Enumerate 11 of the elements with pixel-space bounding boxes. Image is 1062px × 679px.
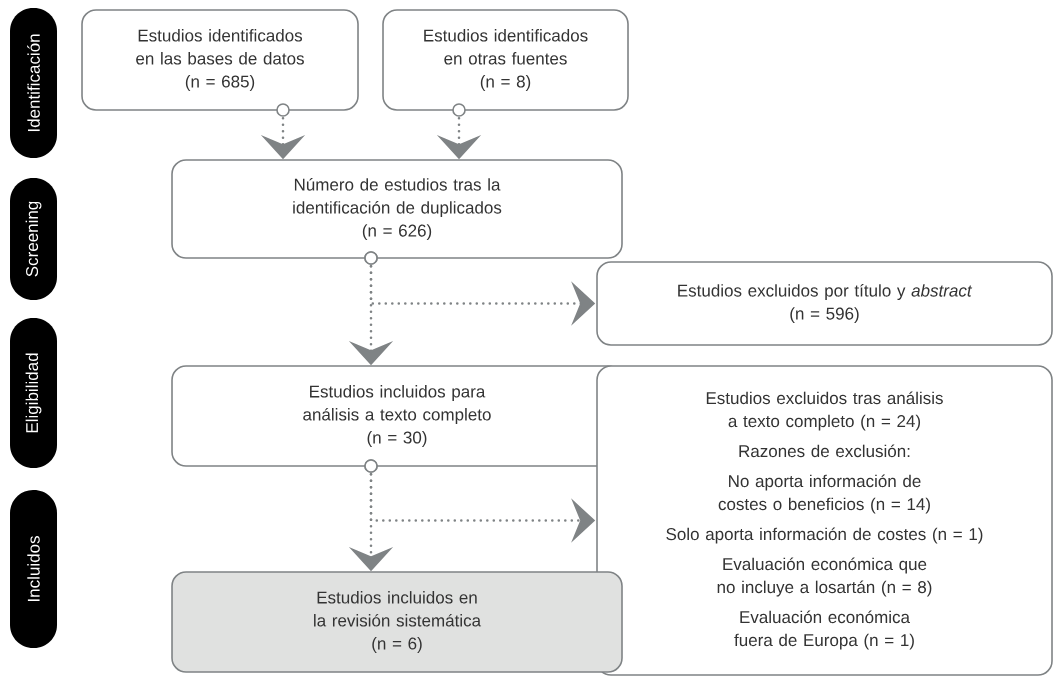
process-box: Estudios incluidos para análisis a texto completo (n = 30) bbox=[171, 365, 623, 473]
process-box: Estudios excluidos por título y abstract (n = 596) bbox=[596, 261, 1053, 346]
stage-label: Eligibilidad bbox=[10, 318, 57, 468]
process-box: Estudios identificados en las bases de datos (n = 685) bbox=[81, 9, 359, 117]
stage-label: Identificación bbox=[10, 8, 57, 158]
stage-label: Screening bbox=[10, 178, 57, 300]
process-box: Número de estudios tras la identificación de duplicados (n = 626) bbox=[171, 159, 623, 265]
stage-label: Incluidos bbox=[10, 490, 57, 648]
process-box: Estudios incluidos en la revisión sistemática (n = 6) bbox=[171, 571, 623, 673]
process-box: Estudios identificados en otras fuentes (n = 8) bbox=[382, 9, 629, 117]
process-box: Estudios excluidos tras análisis a texto completo (n = 24) Razones de exclusión: No aporta información de costes o beneficios (n = 14) Solo aporta información de costes (n = 1) Evaluación económica que no incluye a losartán (n = 8) Evaluación económica fuera de Europa (n = 1) bbox=[596, 365, 1053, 676]
